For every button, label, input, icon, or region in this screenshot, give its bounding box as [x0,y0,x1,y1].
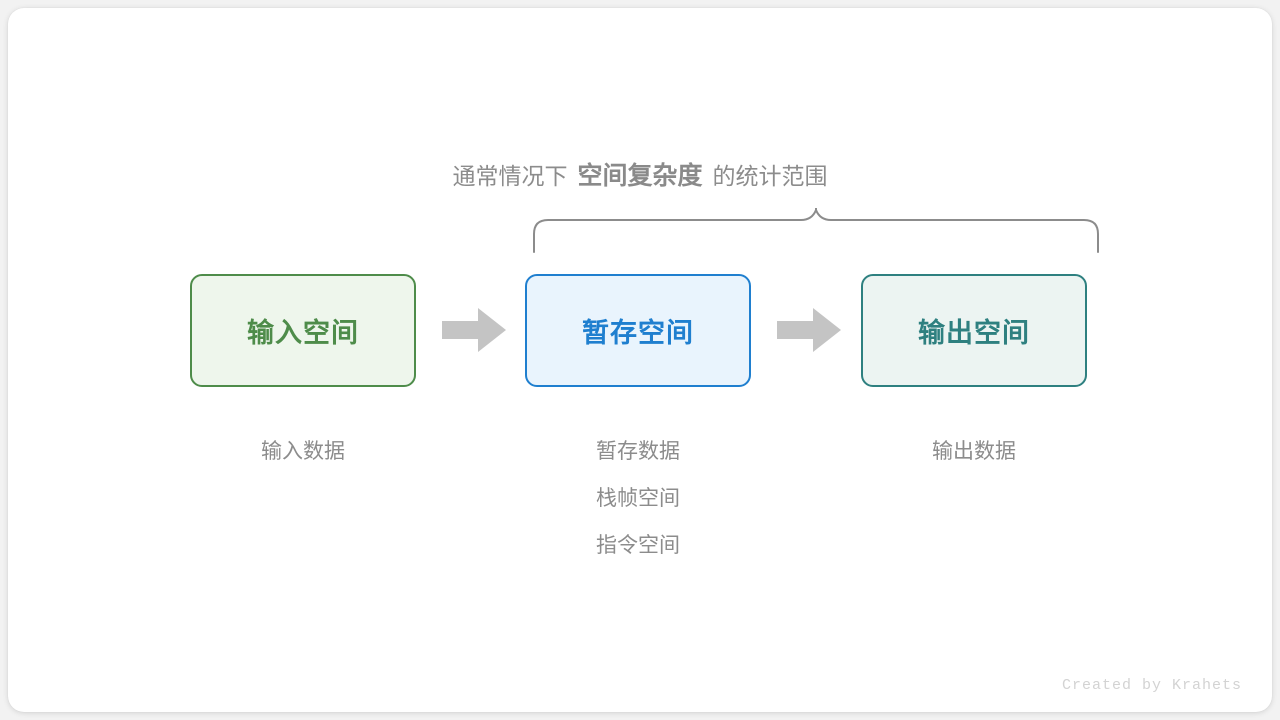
temp-label-line: 暂存数据 [596,440,680,463]
box-temp-space[interactable]: 暂存空间 [525,274,751,387]
caption-emphasis: 空间复杂度 [577,162,703,190]
arrow-temp-to-output-icon [777,308,841,352]
box-output-space[interactable]: 输出空间 [861,274,1087,387]
temp-label-line: 指令空间 [596,534,680,557]
input-label-column: 输入数据 [190,428,416,475]
input-label-line: 输入数据 [261,440,345,463]
box-input-space-label: 输入空间 [247,318,359,348]
watermark-credit: Created by Krahets [1061,677,1242,694]
caption-suffix: 的统计范围 [712,163,828,189]
box-temp-space-label: 暂存空间 [582,318,694,348]
caption-prefix: 通常情况下 [452,163,568,189]
label-columns: 输入数据 暂存数据 栈帧空间 指令空间 输出数据 [8,428,1272,578]
arrow-input-to-temp-icon [442,308,506,352]
box-output-space-label: 输出空间 [918,318,1030,348]
output-label-column: 输出数据 [861,428,1087,475]
curly-brace [524,202,1108,258]
box-input-space[interactable]: 输入空间 [190,274,416,387]
diagram-card: 通常情况下空间复杂度的统计范围 输入空间 暂存空间 输出空间 [8,8,1272,712]
temp-label-line: 栈帧空间 [596,487,680,510]
brace-caption: 通常情况下空间复杂度的统计范围 [8,158,1272,194]
temp-label-column: 暂存数据 栈帧空间 指令空间 [525,428,751,569]
space-boxes-row: 输入空间 暂存空间 输出空间 [8,274,1272,390]
output-label-line: 输出数据 [932,440,1016,463]
